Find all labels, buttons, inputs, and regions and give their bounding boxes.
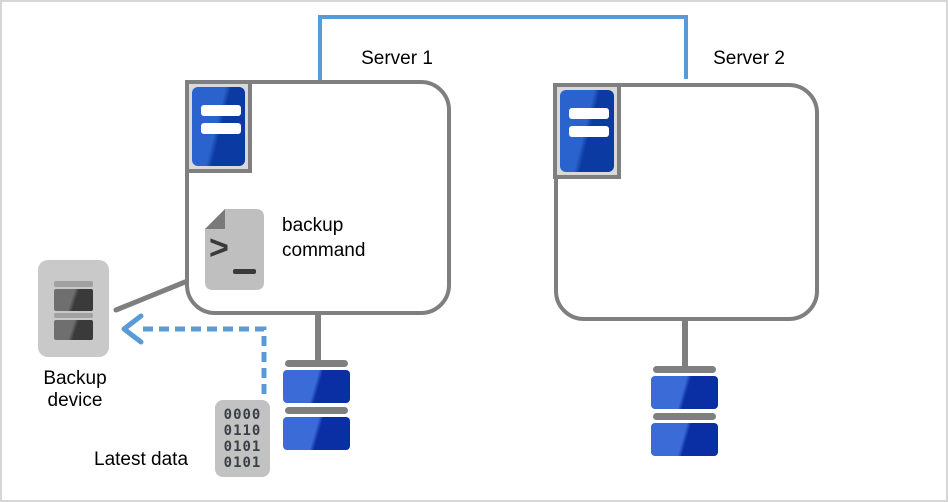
latest-data-binary-icon: 0000 0110 0101 0101 bbox=[215, 400, 270, 477]
latest-data-label: Latest data bbox=[94, 449, 189, 470]
disk-bar-icon bbox=[653, 366, 716, 373]
terminal-cursor-underscore bbox=[233, 269, 256, 274]
disk-bar-icon bbox=[653, 413, 716, 420]
document-fold-corner bbox=[205, 209, 225, 229]
backup-command-label-line2: command bbox=[282, 240, 366, 261]
backup-device-label-line1: Backup bbox=[43, 368, 107, 389]
backup-command-label-line1: backup bbox=[282, 215, 344, 236]
backup-flow-dashed-line bbox=[140, 326, 267, 394]
server2-server-icon bbox=[553, 83, 621, 179]
disk-platter-icon bbox=[283, 370, 350, 403]
backup-device-tape-drive-icon bbox=[38, 260, 109, 357]
server1-server-icon bbox=[185, 80, 252, 173]
server2-database-icon bbox=[651, 366, 718, 457]
server-slot-icon bbox=[201, 105, 241, 116]
server-tower-icon bbox=[560, 90, 614, 172]
backup-command-label: backup command bbox=[282, 213, 365, 263]
binary-row: 0101 bbox=[223, 455, 262, 471]
binary-row: 0110 bbox=[223, 423, 262, 439]
disk-platter-icon bbox=[283, 417, 350, 450]
server1-database-icon bbox=[283, 360, 350, 451]
disk-bar-icon bbox=[285, 360, 348, 367]
disk-platter-icon bbox=[651, 423, 718, 456]
binary-row: 0000 bbox=[223, 407, 262, 423]
server2-label: Server 2 bbox=[713, 48, 785, 69]
device-slot-icon bbox=[54, 320, 93, 340]
backup-command-terminal-document-icon: > bbox=[205, 209, 264, 290]
device-slot-icon bbox=[54, 289, 93, 311]
disk-bar-icon bbox=[285, 407, 348, 414]
device-bar-icon bbox=[54, 313, 93, 318]
server-slot-icon bbox=[201, 123, 241, 134]
backup-device-label: Backup device bbox=[15, 368, 135, 412]
disk-platter-icon bbox=[651, 376, 718, 409]
device-bar-icon bbox=[54, 281, 93, 287]
server-slot-icon bbox=[569, 108, 609, 119]
terminal-prompt-glyph: > bbox=[209, 229, 229, 267]
backup-flow-arrowhead bbox=[121, 313, 144, 345]
server1-label: Server 1 bbox=[361, 48, 433, 69]
server-tower-icon bbox=[192, 87, 245, 166]
server1-backup-device-line bbox=[113, 279, 188, 313]
server-slot-icon bbox=[569, 126, 609, 137]
backup-device-label-line2: device bbox=[47, 390, 103, 411]
binary-row: 0101 bbox=[223, 439, 262, 455]
